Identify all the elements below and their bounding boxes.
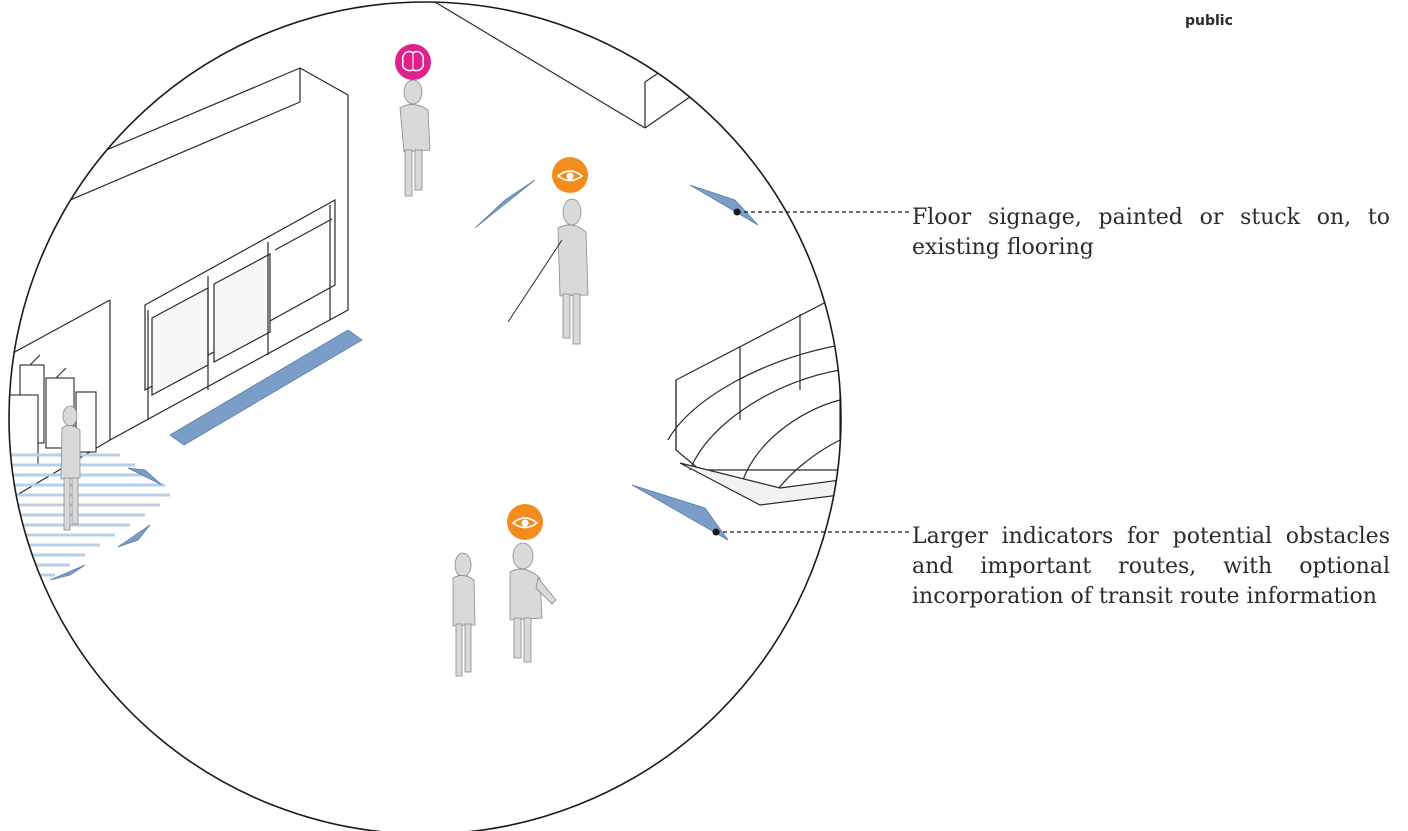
eye-icon — [507, 504, 543, 540]
people — [60, 79, 589, 677]
info-board — [144, 198, 336, 420]
floor-sign-small — [127, 467, 163, 486]
escalator — [667, 299, 841, 506]
floor-sign-arrow — [474, 179, 536, 229]
floor-sign-arrow — [689, 184, 759, 226]
guide-strip — [169, 329, 363, 446]
floor-sign-large — [631, 484, 729, 541]
floor-sign-small — [117, 524, 151, 548]
lens-circle — [8, 1, 842, 831]
callout-larger-indicators: Larger indicators for potential obstacle… — [912, 524, 1390, 609]
person-visually-impaired — [509, 542, 557, 663]
leader-line-2 — [712, 528, 910, 536]
eye-icon — [552, 157, 588, 193]
striped-floor-zone — [10, 453, 170, 577]
ceiling-soffit — [434, 2, 701, 129]
callout-floor-signage: Floor signage, painted or stuck on, to e… — [912, 205, 1390, 260]
floor-signs — [49, 179, 759, 581]
person-companion — [452, 552, 476, 677]
station-scene — [9, 2, 841, 677]
brain-icon — [395, 44, 431, 80]
corner-label: public — [1185, 13, 1233, 29]
person-visually-impaired-cane — [507, 198, 589, 345]
floor-sign-small — [49, 564, 86, 581]
person-cognitive — [399, 79, 431, 197]
leader-line-1 — [733, 208, 910, 216]
person-at-gates — [60, 405, 81, 531]
